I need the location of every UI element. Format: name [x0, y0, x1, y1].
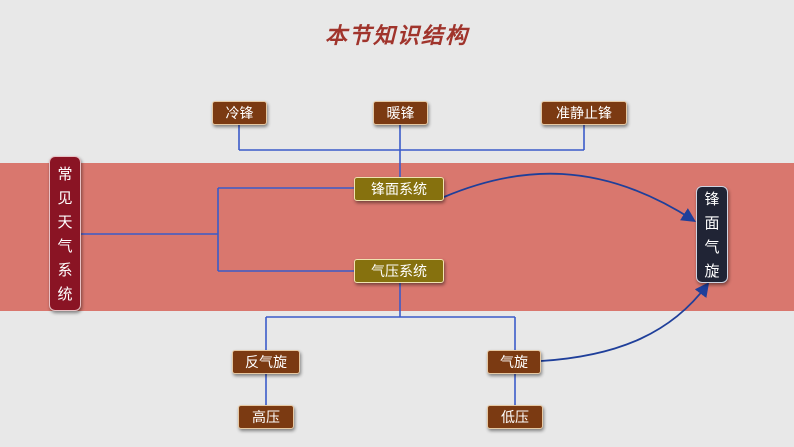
- warm-front-box: 暖锋: [373, 101, 428, 125]
- frontal-system-box: 锋面系统: [354, 177, 444, 201]
- right-char-4: 旋: [704, 261, 720, 280]
- cyclone-box: 气旋: [487, 350, 541, 374]
- pressure-system-box: 气压系统: [354, 259, 444, 283]
- right-char-1: 锋: [704, 189, 720, 208]
- arrow-cyclone-to-frontal-cyclone: [540, 282, 710, 362]
- frontal-cyclone-box: 锋 面 气 旋: [696, 186, 728, 283]
- left-char-5: 系: [57, 260, 73, 279]
- left-char-6: 统: [57, 284, 73, 303]
- cold-front-box: 冷锋: [212, 101, 267, 125]
- low-pressure-box: 低压: [487, 405, 543, 429]
- left-char-1: 常: [57, 164, 73, 183]
- page-title: 本节知识结构: [324, 23, 469, 49]
- arrow-frontal-to-frontal-cyclone: [443, 172, 697, 222]
- left-char-3: 天: [57, 212, 73, 231]
- right-char-2: 面: [704, 213, 720, 232]
- left-char-2: 见: [57, 188, 73, 207]
- high-pressure-box: 高压: [238, 405, 294, 429]
- right-char-3: 气: [704, 237, 720, 256]
- anticyclone-box: 反气旋: [232, 350, 300, 374]
- stationary-front-box: 准静止锋: [541, 101, 627, 125]
- left-char-4: 气: [57, 236, 73, 255]
- common-weather-systems-box: 常 见 天 气 系 统: [49, 156, 81, 311]
